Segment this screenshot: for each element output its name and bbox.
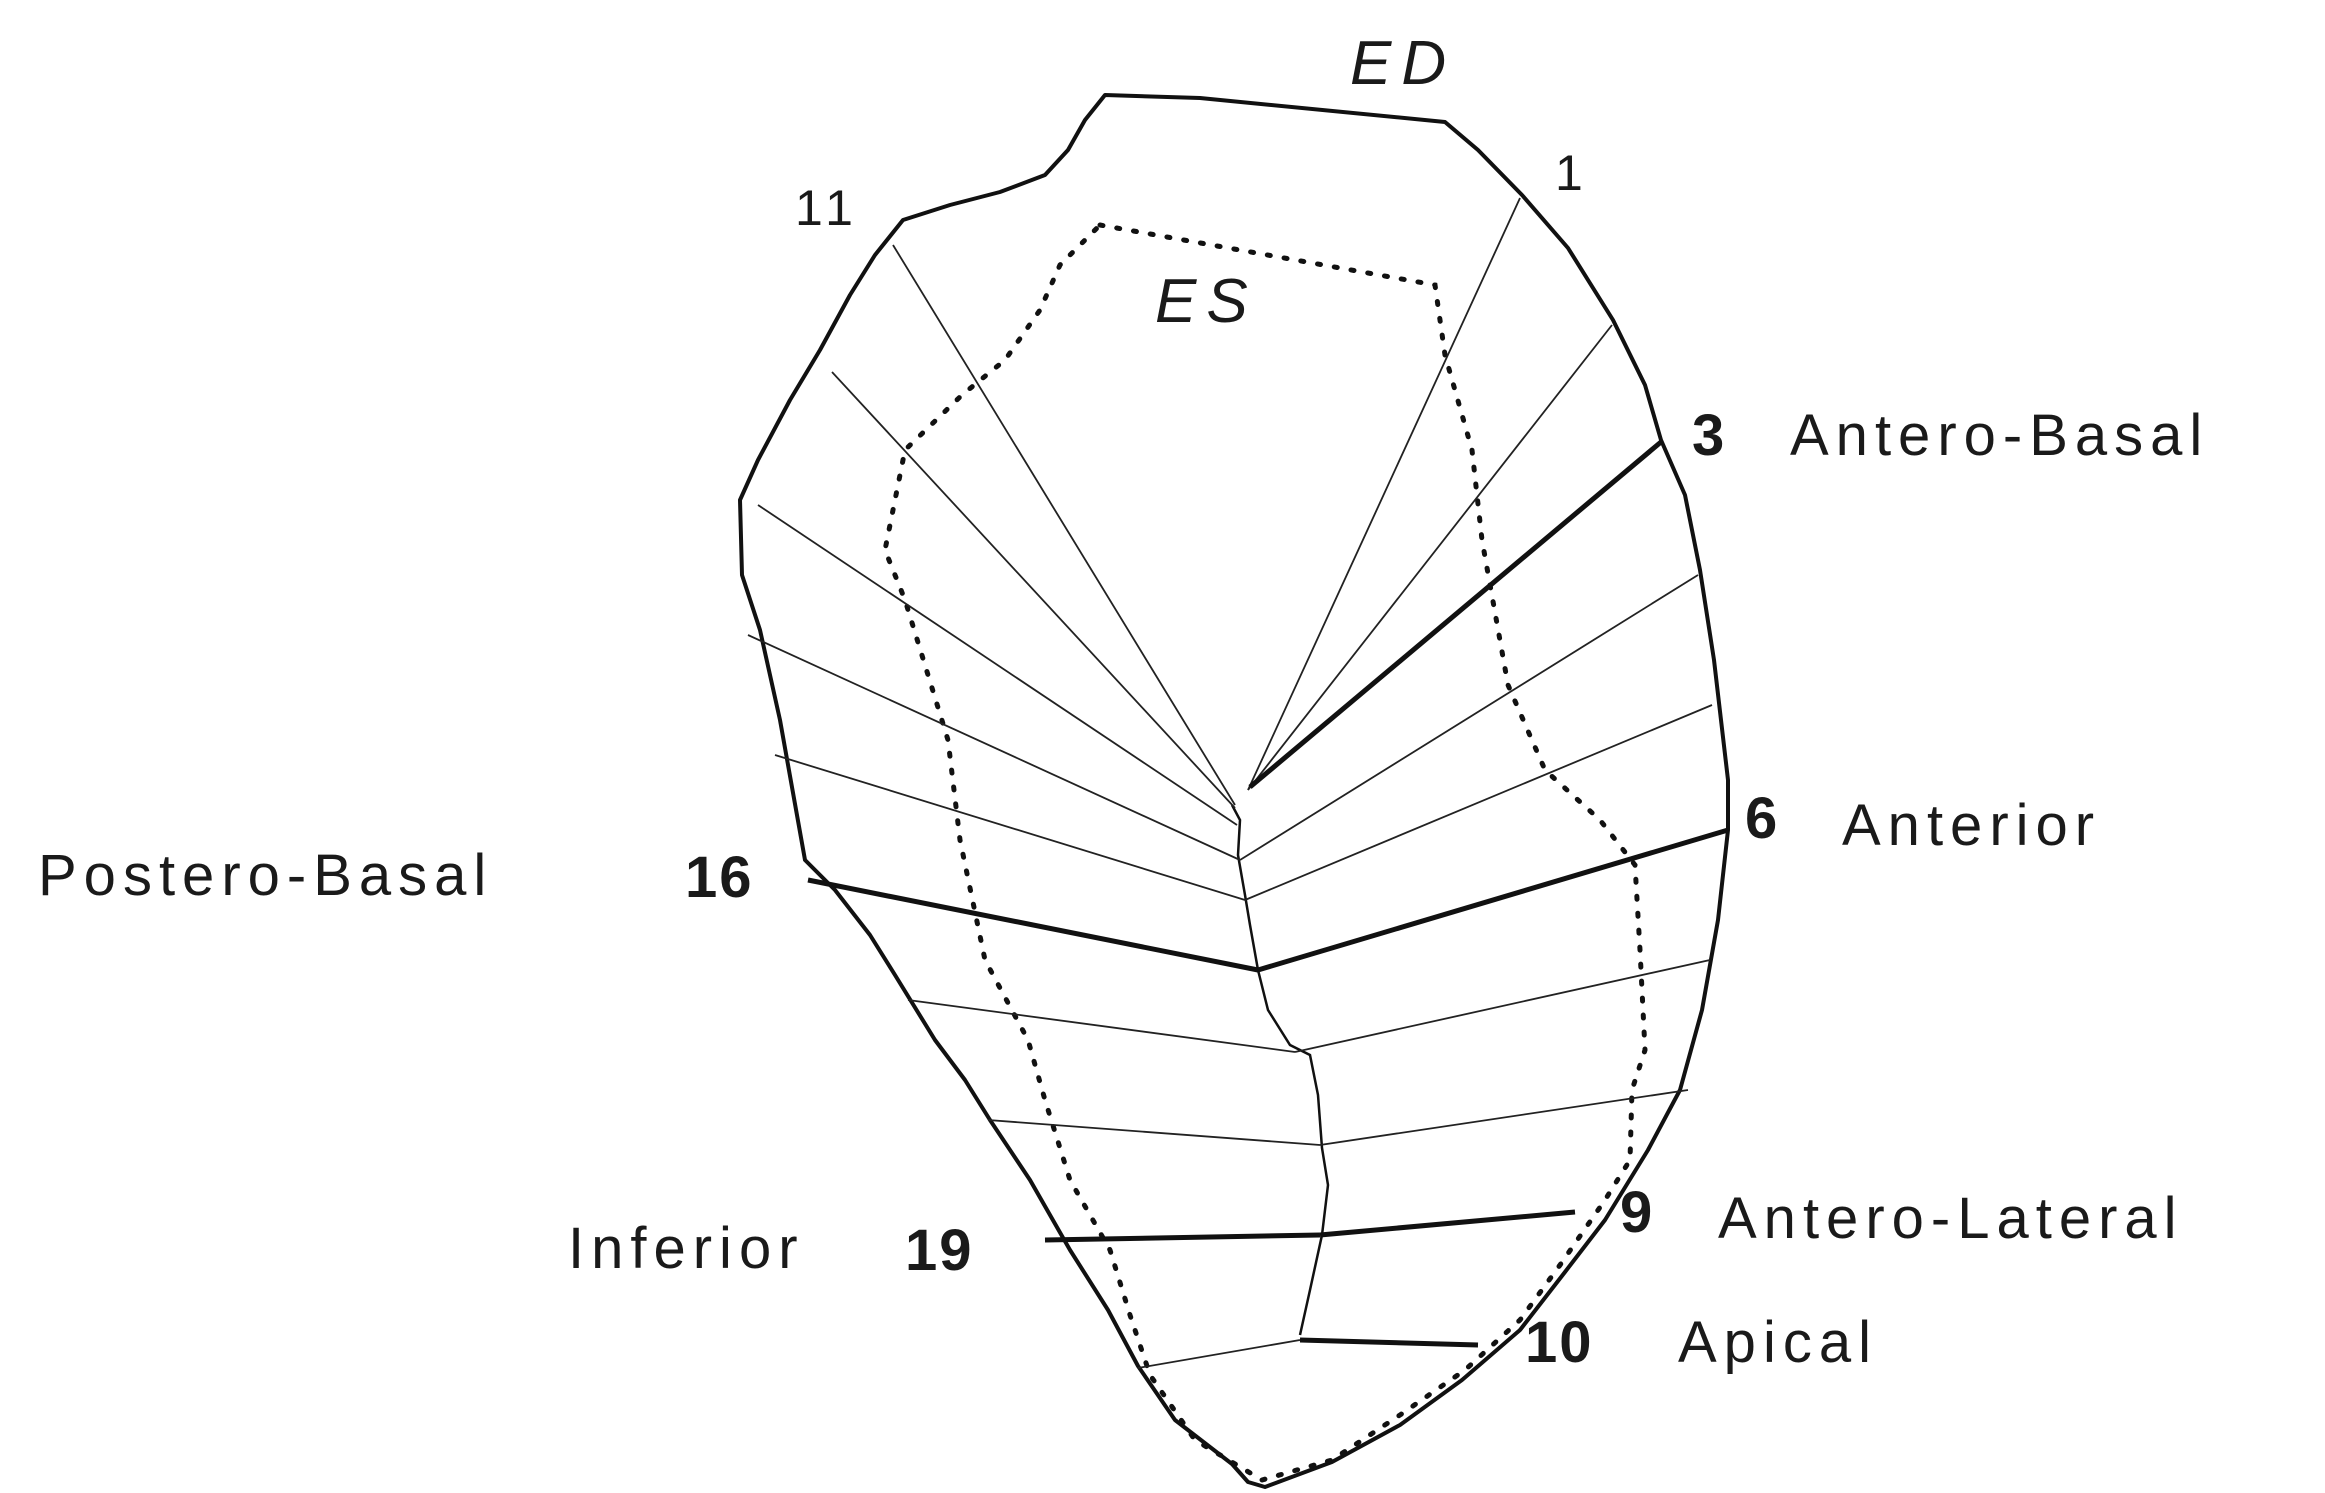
anterior-label: Anterior bbox=[1842, 793, 2101, 858]
apical-number: 10 bbox=[1525, 1310, 1594, 1375]
es-label: ES bbox=[1155, 267, 1258, 336]
antero-lateral-label: Antero-Lateral bbox=[1718, 1186, 2184, 1251]
chord-11-label: 11 bbox=[795, 180, 859, 236]
anterior-number: 6 bbox=[1745, 786, 1779, 851]
apical-label: Apical bbox=[1678, 1310, 1878, 1375]
antero-basal-number: 3 bbox=[1692, 403, 1726, 468]
antero-lateral-number: 9 bbox=[1620, 1180, 1654, 1245]
postero-basal-label: Postero-Basal bbox=[38, 843, 493, 908]
inferior-number: 19 bbox=[905, 1218, 974, 1283]
es-outline bbox=[885, 225, 1645, 1480]
chord-1-label: 1 bbox=[1555, 145, 1589, 201]
postero-basal-number: 16 bbox=[685, 845, 754, 910]
antero-basal-label: Antero-Basal bbox=[1790, 403, 2209, 468]
inferior-label: Inferior bbox=[568, 1216, 805, 1281]
ed-label: ED bbox=[1350, 29, 1456, 98]
